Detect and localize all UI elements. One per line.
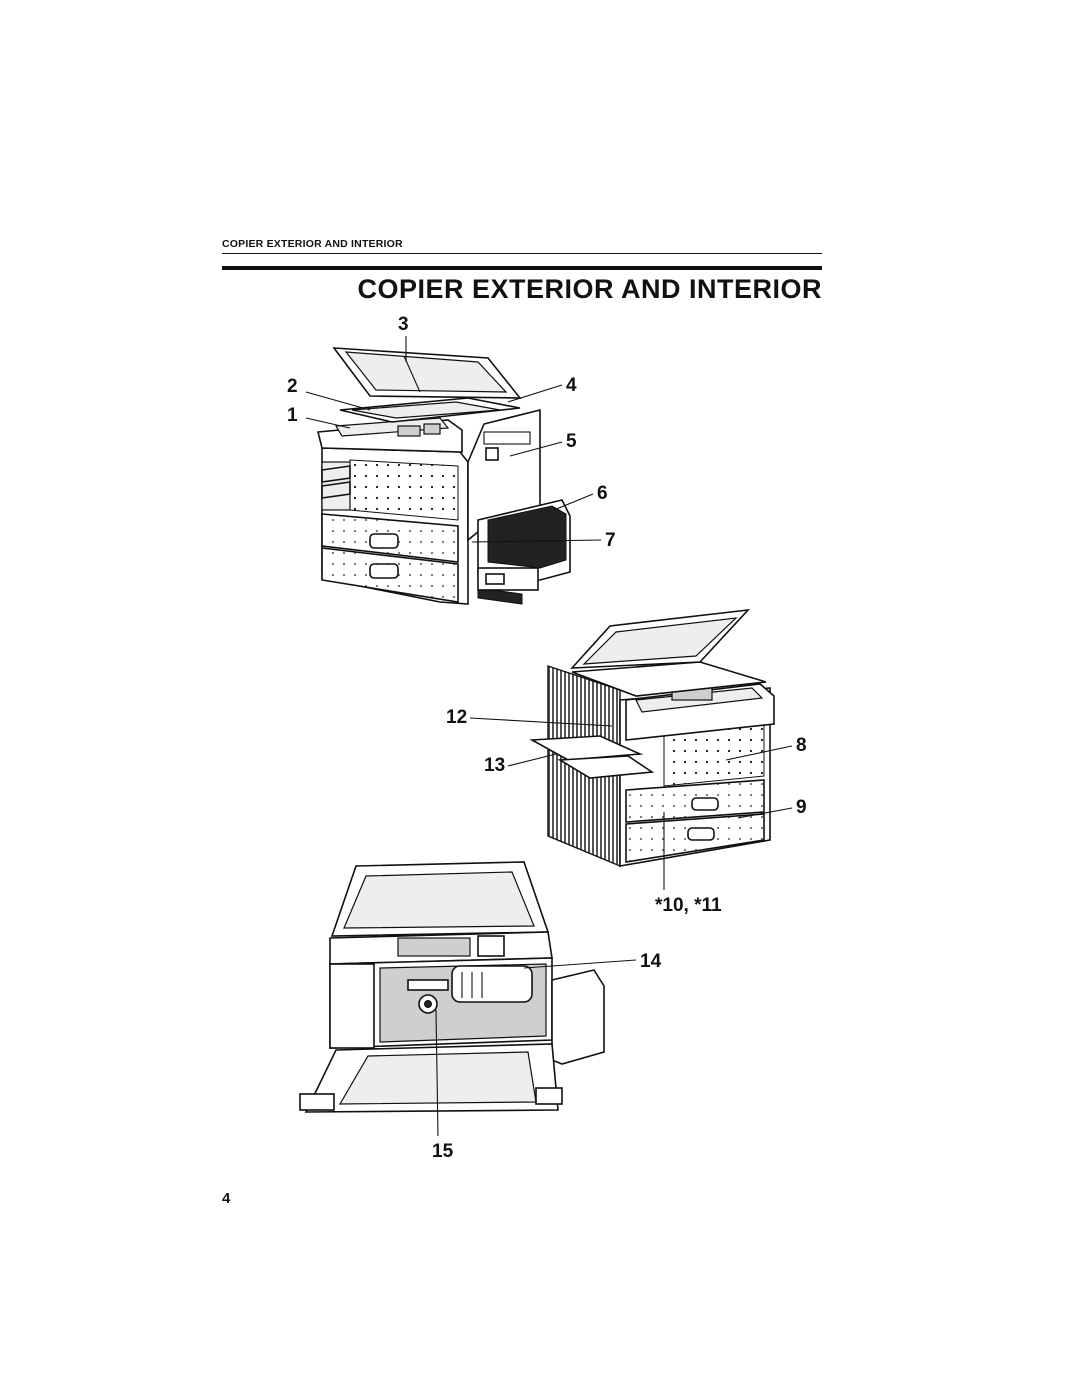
callout-4: 4 [566, 375, 577, 396]
callout-14: 14 [640, 951, 662, 972]
page-number: 4 [222, 1190, 231, 1207]
callout-3: 3 [398, 314, 409, 335]
callout-15: 15 [432, 1141, 454, 1162]
callout-9: 9 [796, 797, 807, 818]
callout-8: 8 [796, 735, 807, 756]
callout-2: 2 [287, 376, 298, 397]
page-title: COPIER EXTERIOR AND INTERIOR [357, 274, 822, 304]
copier-side-view [469, 608, 793, 890]
callout-12: 12 [446, 707, 468, 728]
callout-13: 13 [484, 755, 506, 776]
header-rule-thin [222, 253, 822, 254]
running-head: COPIER EXTERIOR AND INTERIOR [222, 238, 403, 250]
callout-5: 5 [566, 431, 577, 452]
copier-interior-view [299, 861, 637, 1137]
callout-7: 7 [605, 530, 616, 551]
callout-10-11: *10, *11 [655, 895, 722, 916]
header-rule-thick [222, 266, 822, 270]
copier-front-view [305, 336, 602, 605]
callout-1: 1 [287, 405, 298, 426]
callout-6: 6 [597, 483, 608, 504]
